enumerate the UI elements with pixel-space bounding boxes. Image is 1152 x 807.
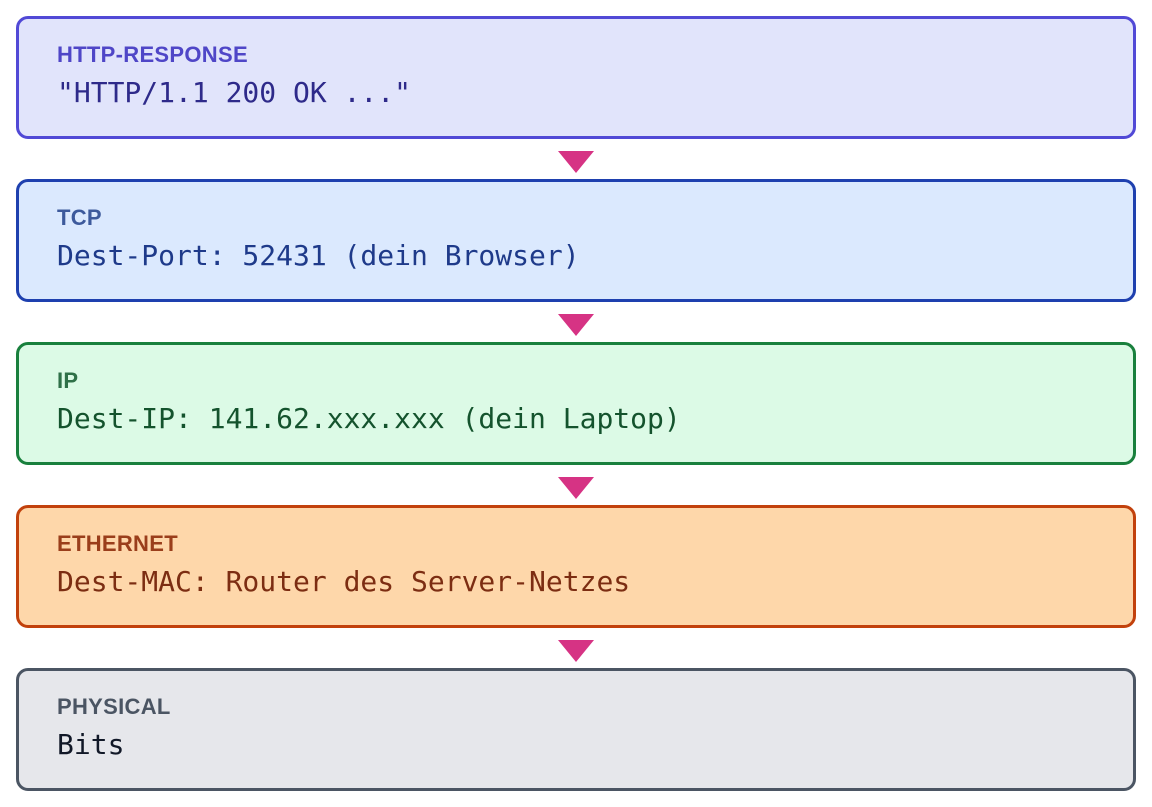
layer-title: IP [57, 368, 79, 393]
connector [16, 628, 1136, 668]
layer-detail: Dest-IP: 141.62.xxx.xxx (dein Laptop) [57, 402, 681, 435]
layer-http-response: HTTP-RESPONSE "HTTP/1.1 200 OK ..." [16, 16, 1136, 139]
layer-title: HTTP-RESPONSE [57, 42, 248, 67]
layer-detail: "HTTP/1.1 200 OK ..." [57, 76, 412, 109]
layer-title: PHYSICAL [57, 694, 171, 719]
arrow-down-icon [558, 151, 594, 173]
layer-detail: Bits [57, 728, 125, 761]
layer-ethernet: ETHERNET Dest-MAC: Router des Server-Net… [16, 505, 1136, 628]
layer-ip: IP Dest-IP: 141.62.xxx.xxx (dein Laptop) [16, 342, 1136, 465]
arrow-down-icon [558, 640, 594, 662]
layer-title: ETHERNET [57, 531, 178, 556]
connector [16, 465, 1136, 505]
layer-tcp: TCP Dest-Port: 52431 (dein Browser) [16, 179, 1136, 302]
arrow-down-icon [558, 477, 594, 499]
connector [16, 302, 1136, 342]
layer-detail: Dest-Port: 52431 (dein Browser) [57, 239, 580, 272]
connector [16, 139, 1136, 179]
layer-detail: Dest-MAC: Router des Server-Netzes [57, 565, 631, 598]
arrow-down-icon [558, 314, 594, 336]
layer-physical: PHYSICAL Bits [16, 668, 1136, 791]
layer-title: TCP [57, 205, 102, 230]
protocol-stack: HTTP-RESPONSE "HTTP/1.1 200 OK ..." TCP … [16, 16, 1136, 791]
